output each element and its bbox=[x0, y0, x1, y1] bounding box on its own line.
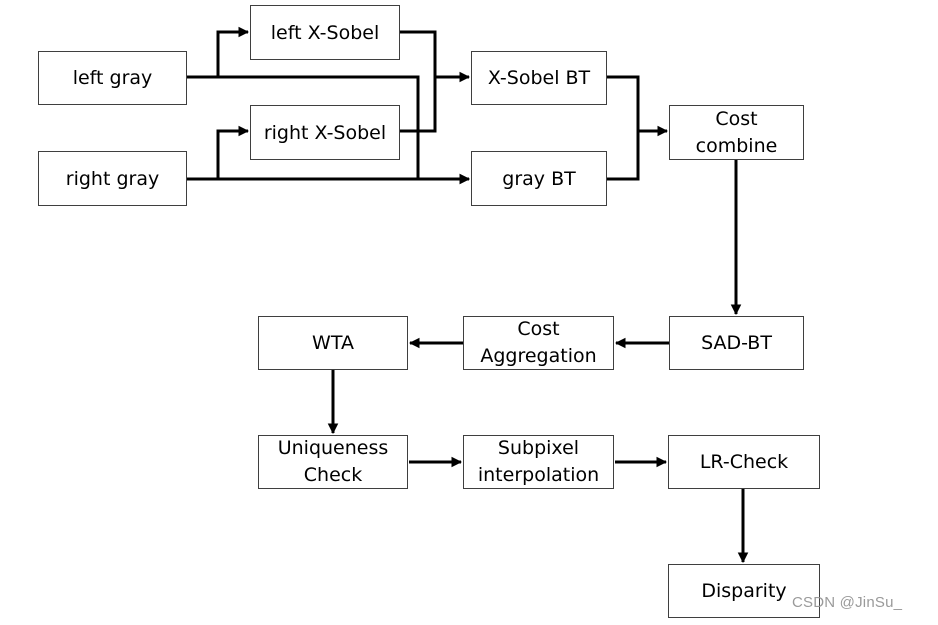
node-lr-check-label: LR-Check bbox=[699, 451, 789, 473]
node-subpixel-line-2: interpolation bbox=[477, 464, 600, 486]
node-gray-bt-label: gray BT bbox=[502, 167, 576, 190]
edge-left-gray-to-left-xsobel bbox=[187, 26, 250, 79]
node-cost-aggregation: Cost Aggregation bbox=[463, 316, 614, 370]
node-right-xsobel: right X-Sobel bbox=[250, 105, 400, 160]
node-wta-label: WTA bbox=[312, 332, 354, 354]
node-right-gray: right gray bbox=[38, 151, 187, 206]
node-right-gray-label: right gray bbox=[65, 167, 160, 190]
node-cost-aggregation-line-2: Aggregation bbox=[480, 345, 597, 367]
node-xsobel-bt: X-Sobel BT bbox=[471, 51, 607, 105]
node-xsobel-bt-label: X-Sobel BT bbox=[487, 67, 591, 89]
node-disparity: Disparity bbox=[668, 564, 820, 618]
edge-right-gray-to-right-xsobel bbox=[187, 125, 250, 181]
node-left-xsobel: left X-Sobel bbox=[250, 5, 400, 60]
watermark: CSDN @JinSu_ bbox=[792, 594, 903, 611]
node-cost-combine-line-2: combine bbox=[695, 134, 778, 157]
edge-left-xsobel-to-xsobel-bt bbox=[400, 30, 471, 83]
node-left-gray-label: left gray bbox=[72, 67, 153, 89]
node-uniqueness-check-line-2: Check bbox=[303, 464, 363, 486]
node-uniqueness-check: Uniqueness Check bbox=[258, 435, 408, 489]
node-sad-bt: SAD-BT bbox=[669, 316, 804, 370]
node-sad-bt-label: SAD-BT bbox=[701, 332, 772, 354]
edge-gray-bt-to-cost-combine bbox=[607, 131, 640, 181]
node-subpixel-interpolation: Subpixel interpolation bbox=[463, 435, 614, 489]
node-subpixel-line-1: Subpixel bbox=[497, 437, 580, 459]
node-wta: WTA bbox=[258, 316, 408, 370]
node-left-xsobel-label: left X-Sobel bbox=[270, 21, 380, 44]
edge-right-xsobel-to-xsobel-bt bbox=[400, 77, 437, 133]
node-cost-aggregation-line-1: Cost bbox=[517, 318, 560, 340]
node-uniqueness-check-line-1: Uniqueness bbox=[277, 437, 389, 459]
node-disparity-label: Disparity bbox=[701, 580, 787, 602]
node-lr-check: LR-Check bbox=[668, 435, 820, 489]
node-right-xsobel-label: right X-Sobel bbox=[263, 121, 387, 144]
edge-xsobel-bt-to-cost-combine bbox=[607, 75, 669, 137]
node-gray-bt: gray BT bbox=[471, 151, 607, 206]
node-cost-combine: Cost combine bbox=[669, 105, 804, 160]
node-left-gray: left gray bbox=[38, 51, 187, 105]
node-cost-combine-line-1: Cost bbox=[715, 107, 758, 130]
